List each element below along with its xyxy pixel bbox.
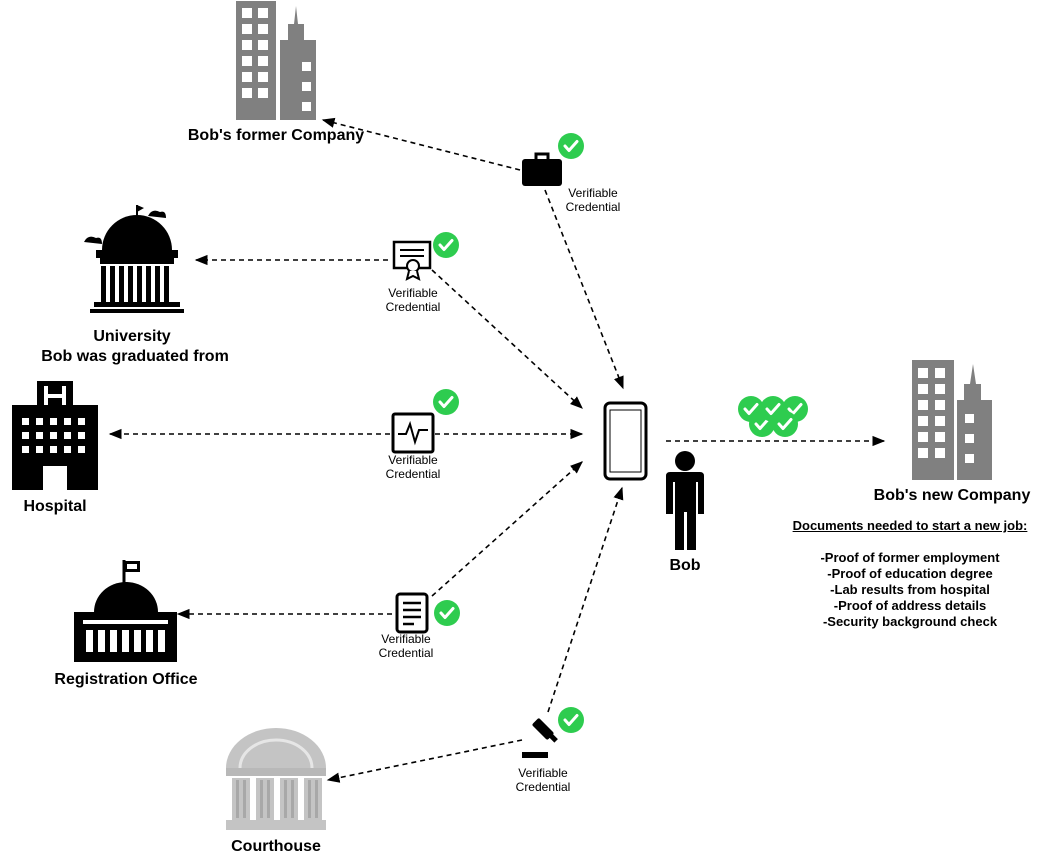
arrow-registration-credential-to-phone xyxy=(431,461,583,597)
arrow-to-courthouse xyxy=(326,739,523,783)
hospital-building-icon xyxy=(12,381,98,490)
arrow-university-credential-to-phone xyxy=(431,269,583,409)
briefcase-icon xyxy=(522,152,562,186)
document-item: -Proof of education degree xyxy=(827,566,993,581)
document-icon xyxy=(395,592,429,634)
documents-title: Documents needed to start a new job: xyxy=(792,518,1028,533)
verified-check-icon xyxy=(556,705,586,735)
verified-check-icon xyxy=(432,598,462,628)
document-item: -Proof of address details xyxy=(833,598,987,613)
former-company-label: Bob's former Company xyxy=(187,127,365,144)
registration-office-building-icon xyxy=(74,560,177,662)
arrow-courthouse-credential-to-phone xyxy=(547,486,624,713)
university-label-line2: Bob was graduated from xyxy=(41,348,229,365)
verified-check-icon xyxy=(556,131,586,161)
arrow-former-credential-to-phone xyxy=(544,189,624,390)
smartphone-icon xyxy=(603,401,648,481)
university-label-line1: University xyxy=(93,328,171,345)
hospital-label: Hospital xyxy=(23,498,87,515)
university-building-icon xyxy=(84,205,184,313)
verified-check-icon xyxy=(431,230,461,260)
bob-label: Bob xyxy=(669,557,701,574)
former-company-building-icon xyxy=(236,1,316,120)
gavel-icon xyxy=(522,718,558,758)
new-company-building-icon xyxy=(912,360,992,480)
document-item: -Lab results from hospital xyxy=(830,582,990,597)
verified-check-icon xyxy=(431,387,461,417)
person-bob-icon xyxy=(666,451,704,550)
document-item: -Proof of former employment xyxy=(820,550,1000,565)
verified-checks-cluster-icon xyxy=(736,394,810,439)
document-item: -Security background check xyxy=(822,614,998,629)
new-company-label: Bob's new Company xyxy=(873,487,1031,504)
documents-needed-list: Documents needed to start a new job: -Pr… xyxy=(782,518,1038,630)
lab-results-monitor-icon xyxy=(391,412,435,454)
registration-office-label: Registration Office xyxy=(54,671,198,688)
certificate-icon xyxy=(392,240,432,281)
arrow-to-former-company xyxy=(321,117,521,171)
courthouse-building-icon xyxy=(226,728,326,830)
courthouse-label: Courthouse xyxy=(231,838,321,855)
